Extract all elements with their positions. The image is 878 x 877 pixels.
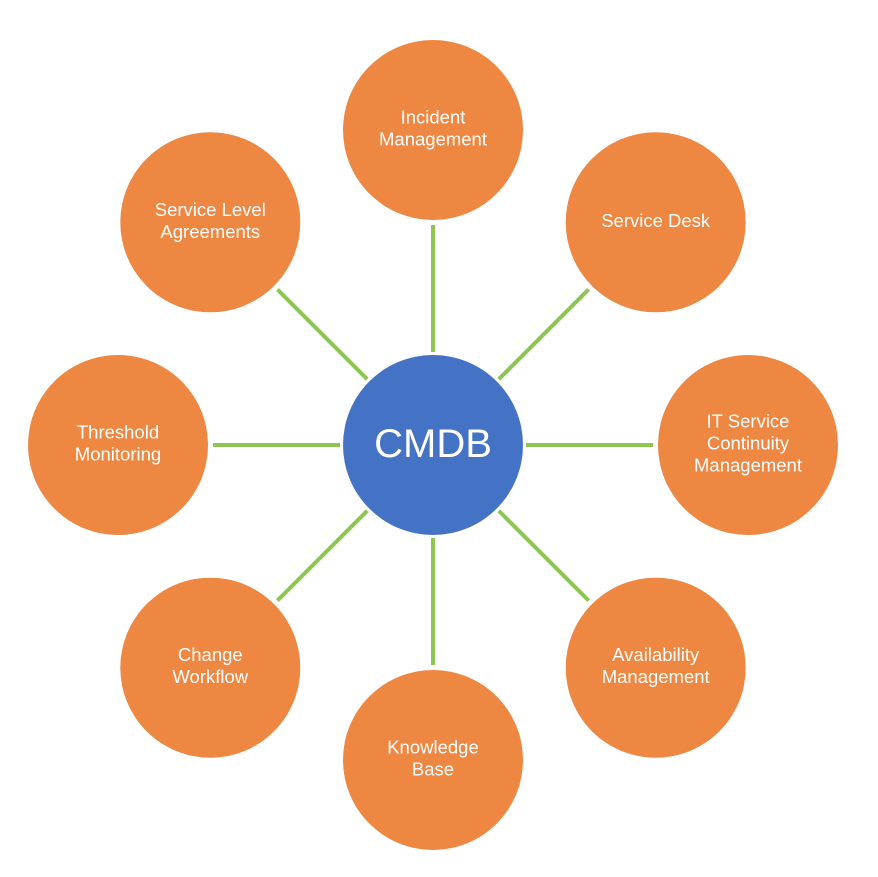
node-label-it-service-continuity-management-line-2: Continuity [707,433,790,454]
node-circle-change-workflow [120,577,301,758]
node-label-it-service-continuity-management-line-3: Management [694,455,802,476]
cmdb-hub-label: CMDB [374,422,492,466]
node-circle-it-service-continuity-management [658,355,838,535]
connector-service-desk [497,287,591,381]
node-label-change-workflow-line-2: Workflow [172,666,248,687]
node-label-availability-management-line-2: Management [602,666,710,687]
connector-service-level-agreements [275,287,369,381]
node-label-service-level-agreements-line-2: Agreements [160,221,260,242]
node-circle-availability-management [565,577,746,758]
node-circle-service-desk [565,132,746,313]
node-label-incident-management-line-1: Incident [401,107,466,128]
connector-availability-management [497,509,591,603]
node-label-service-desk-line-1: Service Desk [601,210,711,231]
node-label-threshold-monitoring-line-2: Monitoring [75,444,161,465]
node-label-incident-management-line-2: Management [379,129,487,150]
node-circle-incident-management [343,40,523,220]
connector-change-workflow [275,509,369,603]
node-label-threshold-monitoring-line-1: Threshold [77,422,159,443]
connector-lines [213,225,653,665]
node-label-availability-management-line-1: Availability [612,644,700,665]
cmdb-hub: CMDB [343,355,523,535]
node-label-knowledge-base-line-1: Knowledge [387,737,479,758]
node-circle-threshold-monitoring [28,355,208,535]
cmdb-hub-circle [343,355,523,535]
node-service-desk: Service Desk [565,132,746,313]
node-label-knowledge-base-line-2: Base [412,759,454,780]
node-circle-service-level-agreements [120,132,301,313]
node-label-it-service-continuity-management-line-1: IT Service [707,411,790,432]
node-label-service-level-agreements-line-1: Service Level [155,199,266,220]
node-label-change-workflow-line-1: Change [178,644,243,665]
node-circle-knowledge-base [343,670,523,850]
